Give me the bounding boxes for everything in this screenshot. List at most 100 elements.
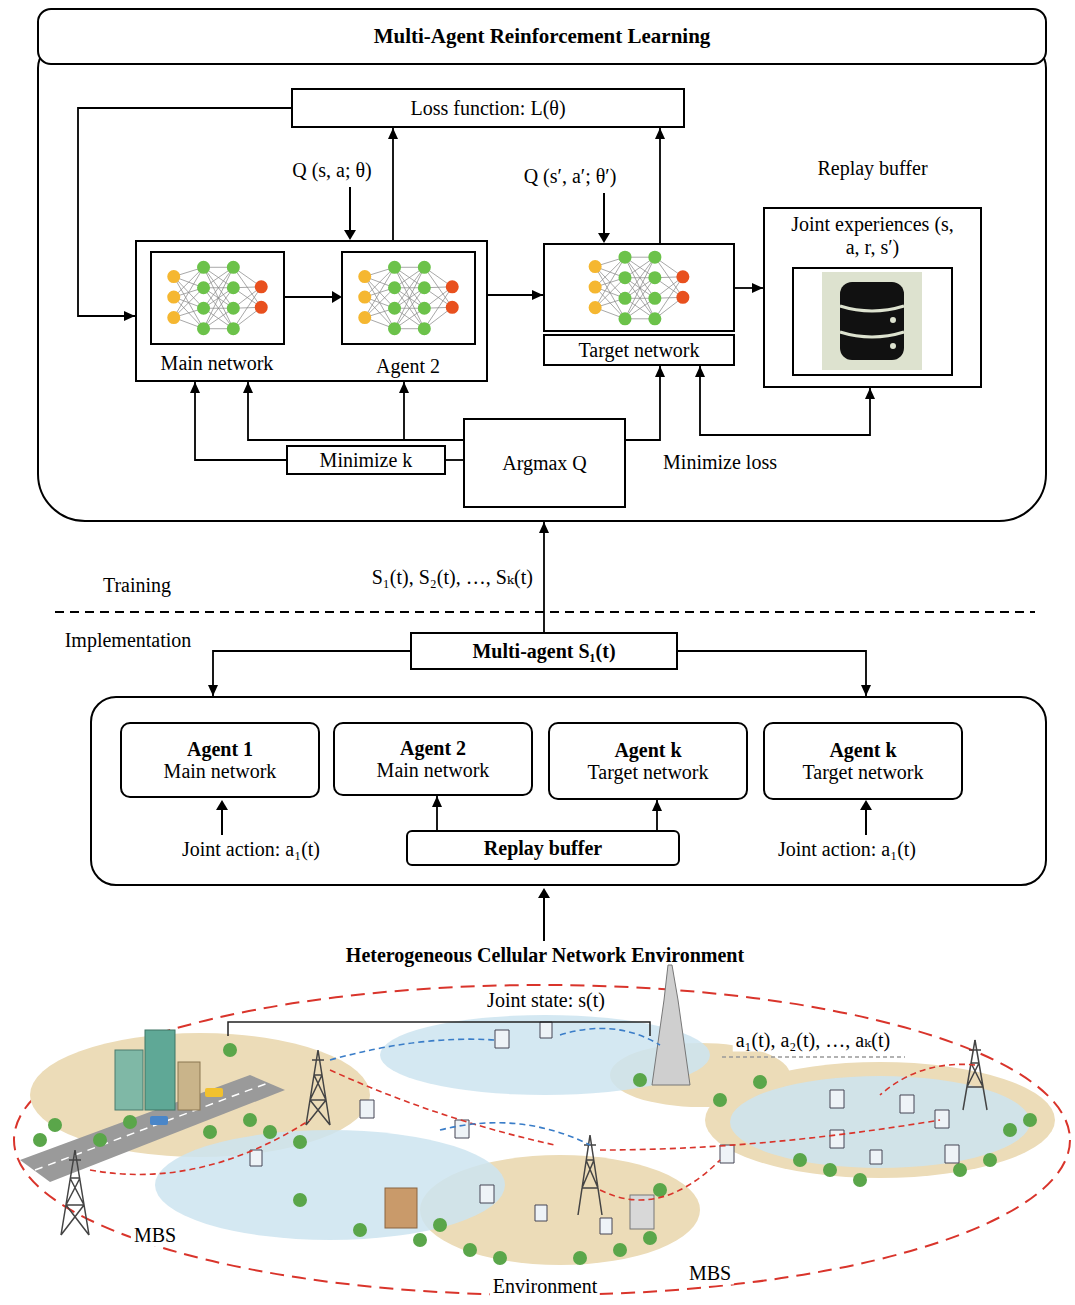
box-label: Main network <box>377 759 490 781</box>
connector <box>432 796 442 830</box>
image-frame <box>793 268 952 375</box>
car <box>150 1116 168 1125</box>
arrow-head <box>344 230 356 240</box>
arrow-head <box>655 366 665 377</box>
box-label: Target network <box>579 339 700 362</box>
connector-line <box>195 382 286 460</box>
neural-net-icon <box>589 251 690 326</box>
arrow-head <box>388 128 398 139</box>
box-heading: Replay buffer <box>817 157 927 180</box>
process-box: Agent kTarget network <box>763 722 963 800</box>
connector-line <box>446 459 463 461</box>
box-label: Main network <box>164 760 277 782</box>
arrow-head <box>860 800 872 810</box>
process-box: Argmax Q <box>463 418 626 508</box>
tower-building <box>652 965 690 1085</box>
state-bracket <box>228 1022 650 1036</box>
image-frame <box>543 243 735 332</box>
connector <box>488 290 543 300</box>
process-box: Replay buffer <box>406 830 680 866</box>
database-icon <box>840 282 904 360</box>
image-frame <box>151 252 284 344</box>
free-label: Joint action: a₁(t) <box>182 838 320 861</box>
base-station-towers <box>61 1040 987 1235</box>
free-label-holder: MBS <box>131 1224 179 1247</box>
connector-line <box>392 128 394 240</box>
building <box>385 1188 417 1228</box>
connector <box>208 651 410 696</box>
image-caption-holder: Agent 2 <box>376 355 440 378</box>
section-label-holder: Implementation <box>65 629 192 652</box>
box-label: Target network <box>588 761 709 783</box>
edge-label-holder: Minimize loss <box>660 451 780 474</box>
connector <box>190 382 286 460</box>
free-label-holder: Q (s′, a′; θ′) <box>524 165 617 188</box>
process-box: Multi-agent S₁(t) <box>410 632 678 670</box>
training-panel: Multi-Agent Reinforcement LearningLoss f… <box>37 8 1047 522</box>
arrow-head <box>695 366 705 377</box>
connector <box>539 522 549 632</box>
box-label: Agent k <box>829 739 896 761</box>
box-heading-holder: Replay buffer <box>817 157 927 180</box>
arrow-head <box>865 388 875 399</box>
action-bracket <box>722 1056 905 1058</box>
box-label: Minimize k <box>320 449 413 471</box>
free-label-holder: Joint action: a₁(t) <box>778 838 916 861</box>
separator-line <box>55 611 1035 613</box>
arrow-head <box>216 800 228 810</box>
signal-arrow <box>349 187 351 232</box>
box-body-holder: Joint experiences (s, a, r, s′) <box>788 213 958 259</box>
arrow-head <box>539 522 549 533</box>
arrow-head <box>399 382 409 393</box>
box-label: Replay buffer <box>484 837 602 859</box>
image-caption: Main network <box>161 352 274 375</box>
connector-line <box>213 651 410 696</box>
arrow-head <box>332 291 342 303</box>
free-label: Q (s, a; θ) <box>292 159 372 182</box>
user-devices <box>250 1022 959 1234</box>
edge-label: S₁(t), S₂(t), …, Sₖ(t) <box>369 566 536 589</box>
image-frame <box>342 252 475 344</box>
arrow-head <box>538 888 550 898</box>
free-label: Training <box>103 574 171 597</box>
building <box>178 1062 200 1110</box>
free-label-holder: Q (s, a; θ) <box>292 159 372 182</box>
arrow-head <box>124 311 135 321</box>
free-label-holder: Training <box>103 574 171 597</box>
arrow-head <box>655 128 665 139</box>
box-label: Agent k <box>614 739 681 761</box>
process-box: Agent kTarget network <box>548 722 748 800</box>
panel-header: Multi-Agent Reinforcement Learning <box>37 8 1047 65</box>
connector <box>446 460 463 461</box>
backhaul-lines <box>330 1028 660 1145</box>
free-label: Q (s′, a′; θ′) <box>524 165 617 188</box>
panel-title: Multi-Agent Reinforcement Learning <box>374 24 711 48</box>
label-box: Target network <box>543 334 735 366</box>
connector-line <box>248 382 463 440</box>
signal-arrow <box>603 193 605 235</box>
free-label-holder: Heterogeneous Cellular Network Environme… <box>346 944 744 967</box>
arrow-head <box>652 800 662 811</box>
connector <box>78 108 291 321</box>
free-label-holder: Environment <box>490 1275 600 1298</box>
connector <box>735 283 763 293</box>
image-caption: Agent 2 <box>376 355 440 378</box>
box-label: Argmax Q <box>502 452 587 474</box>
car <box>205 1088 223 1097</box>
box-label: Agent 2 <box>400 737 466 759</box>
process-box: Minimize k <box>286 445 446 475</box>
image-caption-holder: Main network <box>161 352 274 375</box>
connector <box>678 651 871 696</box>
building <box>115 1050 143 1110</box>
connector-line <box>678 651 866 696</box>
process-box: Agent 2Main network <box>333 722 533 796</box>
connector <box>626 366 665 440</box>
network-group: Main network Agent 2 <box>135 240 488 382</box>
free-label: Heterogeneous Cellular Network Environme… <box>346 944 744 967</box>
arrow-head <box>752 283 763 293</box>
arrow-head <box>190 382 200 393</box>
replay-buffer-box: Replay bufferJoint experiences (s, a, r,… <box>763 207 982 388</box>
arrow-head <box>243 382 253 393</box>
action-arrow <box>865 808 867 835</box>
